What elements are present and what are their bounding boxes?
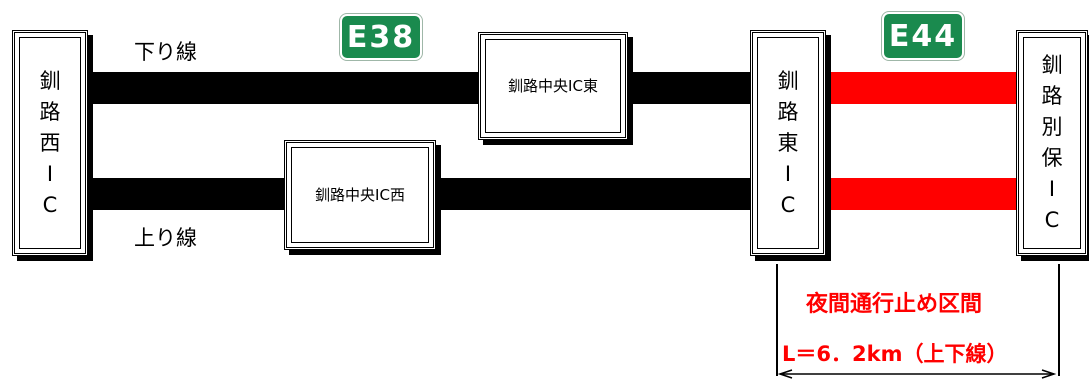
closure-title: 夜間通行止め区間 <box>806 292 983 317</box>
dimension-line-right <box>1058 264 1060 376</box>
interchange-kushiro-chuo-nishi: 釧路中央IC西 <box>284 140 436 250</box>
interchange-kushiro-beppo: 釧 路 別 保 I C <box>1016 30 1088 256</box>
route-e38-sign: E38 <box>340 14 422 60</box>
road-up-middle-segment <box>436 178 754 210</box>
interchange-kushiro-higashi-label: 釧 路 東 I C <box>777 68 799 217</box>
road-up-west-segment <box>88 178 288 210</box>
road-up-closed-segment <box>826 178 1024 210</box>
interchange-kushiro-chuo-nishi-label: 釧路中央IC西 <box>315 186 405 204</box>
down-lane-label: 下り線 <box>134 40 197 64</box>
dimension-line-left <box>776 264 778 376</box>
interchange-kushiro-nishi: 釧 路 西 I C <box>12 30 88 256</box>
interchange-kushiro-chuo-higashi-label: 釧路中央IC東 <box>508 77 598 95</box>
interchange-kushiro-chuo-higashi: 釧路中央IC東 <box>478 32 628 140</box>
closure-length: L＝6．2km（上下線） <box>782 342 1008 366</box>
road-down-closed-segment <box>826 72 1024 104</box>
up-lane-label: 上り線 <box>134 226 197 250</box>
interchange-kushiro-nishi-label: 釧 路 西 I C <box>39 68 61 217</box>
interchange-kushiro-higashi: 釧 路 東 I C <box>750 30 826 256</box>
route-e44-sign: E44 <box>882 12 964 60</box>
road-down-west-segment <box>88 72 478 104</box>
interchange-kushiro-beppo-label: 釧 路 別 保 I C <box>1041 53 1063 232</box>
road-down-middle-segment <box>628 72 754 104</box>
